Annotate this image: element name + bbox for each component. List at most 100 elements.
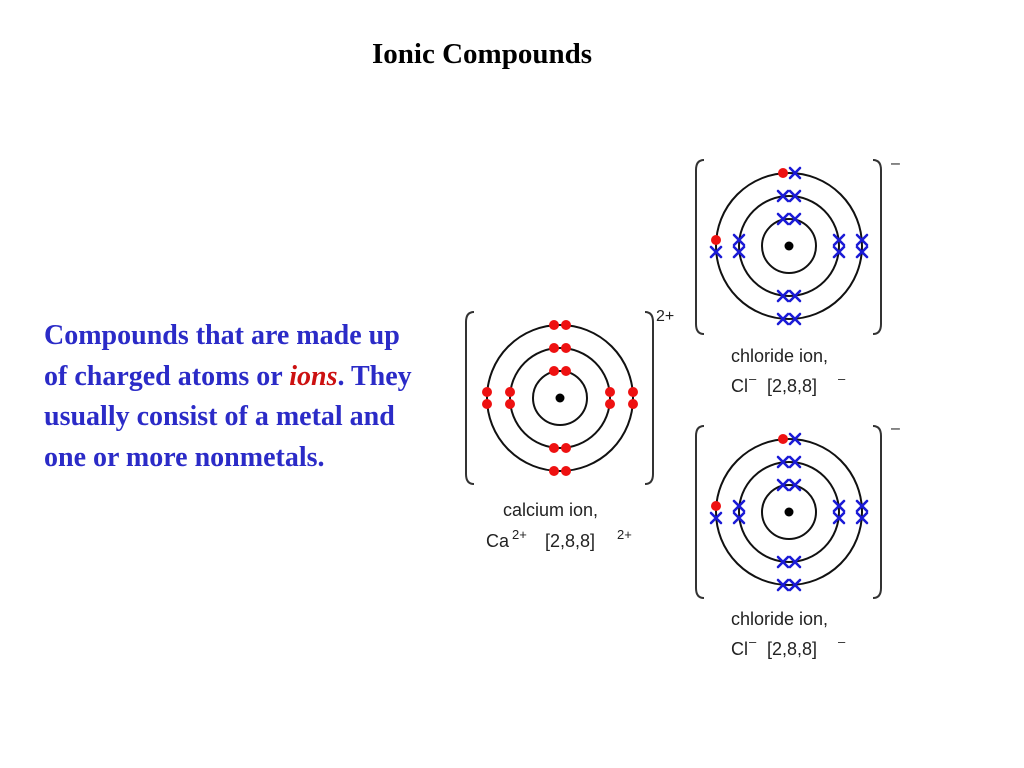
chloride-bottom-caption-symbol: Cl: [731, 639, 748, 659]
slide-title: Ionic Compounds: [372, 38, 592, 70]
chloride-bottom-atom-shells: [709, 432, 869, 592]
electron: [732, 511, 746, 525]
electron: [788, 289, 802, 303]
electron: [505, 399, 515, 409]
electron: [788, 478, 802, 492]
electron-shell: [761, 218, 817, 274]
electron: [628, 399, 638, 409]
chloride-bottom-bracket-right: [872, 425, 882, 599]
electron: [732, 245, 746, 259]
electron: [709, 245, 723, 259]
electron: [549, 466, 559, 476]
electron: [788, 578, 802, 592]
calcium-caption-symbol: Ca: [486, 531, 510, 551]
electron-shell: [738, 195, 840, 297]
chloride-top-atom-shells: [709, 166, 869, 326]
calcium-bracket-right: [644, 311, 654, 485]
chloride-top-charge: –: [891, 155, 900, 172]
electron: [732, 233, 746, 247]
calcium-caption-symbol-charge: 2+: [512, 527, 527, 542]
gained-electron: [778, 434, 788, 444]
body-text-part1: Compounds that are made up of charged at…: [44, 320, 400, 392]
chloride-top-caption-symbol: Cl: [731, 376, 748, 396]
electron: [788, 555, 802, 569]
calcium-caption-config-charge: 2+: [617, 527, 632, 542]
electron-shell: [738, 461, 840, 563]
electron: [788, 166, 802, 180]
chloride-top-bracket-left: [695, 159, 705, 335]
calcium-caption-config: [2,8,8]: [545, 531, 595, 551]
electron: [561, 343, 571, 353]
electron: [788, 212, 802, 226]
electron: [549, 366, 559, 376]
electron: [776, 312, 790, 326]
gained-electron: [711, 235, 721, 245]
gained-electron: [778, 168, 788, 178]
electron: [549, 320, 559, 330]
electron: [561, 366, 571, 376]
body-text-highlight: ions: [289, 360, 338, 392]
electron: [776, 289, 790, 303]
electron: [732, 499, 746, 513]
electron: [549, 443, 559, 453]
electron: [855, 245, 869, 259]
electron-shell: [761, 484, 817, 540]
electron-shell: [715, 438, 863, 586]
chloride-bottom-caption-symbol-charge: –: [749, 634, 757, 649]
electron: [776, 555, 790, 569]
electron: [482, 399, 492, 409]
calcium-caption-name: calcium ion,: [503, 500, 598, 520]
electron: [505, 387, 515, 397]
electron-shell: [486, 324, 634, 472]
chloride-bottom-caption-name: chloride ion,: [731, 609, 828, 629]
electron: [832, 233, 846, 247]
electron: [776, 478, 790, 492]
electron: [776, 455, 790, 469]
chloride-top-caption-name: chloride ion,: [731, 346, 828, 366]
chloride-bottom-bracket-left: [695, 425, 705, 599]
gained-electron: [711, 501, 721, 511]
body-text: Compounds that are made up of charged at…: [44, 316, 424, 478]
electron: [832, 499, 846, 513]
electron-shell: [715, 172, 863, 320]
chloride-top-caption-config: [2,8,8]: [767, 376, 817, 396]
electron-shell: [532, 370, 588, 426]
electron: [855, 233, 869, 247]
electron: [788, 312, 802, 326]
nucleus: [555, 393, 565, 403]
electron: [561, 466, 571, 476]
calcium-ion: 2+ calcium ion, Ca 2+ [2,8,8] 2+: [465, 308, 674, 551]
electron: [832, 245, 846, 259]
electron: [561, 320, 571, 330]
electron: [855, 499, 869, 513]
chloride-ion-top: – chloride ion, Cl – [2,8,8] –: [695, 155, 900, 396]
electron: [549, 343, 559, 353]
electron: [855, 511, 869, 525]
electron: [482, 387, 492, 397]
chloride-top-caption-symbol-charge: –: [749, 371, 757, 386]
calcium-atom-shells: [482, 320, 638, 476]
electron: [776, 578, 790, 592]
chloride-bottom-charge: –: [891, 420, 900, 437]
electron: [776, 189, 790, 203]
electron: [788, 455, 802, 469]
electron: [561, 443, 571, 453]
electron: [776, 212, 790, 226]
nucleus: [784, 241, 794, 251]
chloride-top-caption-config-charge: –: [838, 371, 846, 386]
body-text-part2: . They usually consist of a metal and on…: [44, 360, 412, 473]
electron: [709, 511, 723, 525]
calcium-charge: 2+: [656, 308, 674, 325]
chloride-bottom-caption-config-charge: –: [838, 634, 846, 649]
electron: [832, 511, 846, 525]
nucleus: [784, 507, 794, 517]
electron: [605, 387, 615, 397]
electron-shell: [509, 347, 611, 449]
chloride-top-bracket-right: [872, 159, 882, 335]
electron: [788, 189, 802, 203]
electron: [788, 432, 802, 446]
electron: [628, 387, 638, 397]
electron: [605, 399, 615, 409]
